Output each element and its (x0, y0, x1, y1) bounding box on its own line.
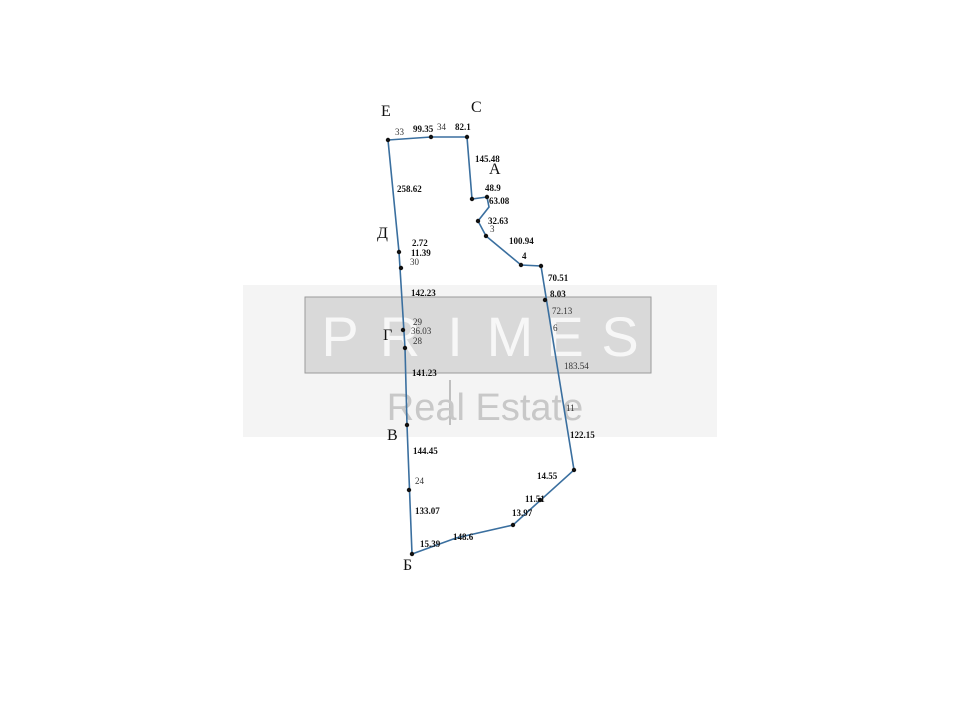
vertex-point (398, 265, 404, 271)
vertex-number: 6 (553, 323, 558, 333)
length-label: 258.62 (397, 184, 422, 194)
length-label: 122.15 (570, 430, 595, 440)
area-label: 36.03 (411, 326, 432, 336)
length-label: 141.23 (412, 368, 437, 378)
watermark-letter-i: I (447, 305, 463, 368)
length-label: 11.39 (411, 248, 431, 258)
corner-label-c: С (471, 99, 482, 116)
area-label: 72.13 (552, 306, 573, 316)
vertex-point (469, 196, 475, 202)
area-label: 183.54 (564, 361, 589, 371)
watermark-subtitle: Real Estate (387, 387, 583, 429)
watermark-letter-m: M (487, 305, 534, 368)
length-label: 11.51 (525, 494, 545, 504)
corner-label-v: В (387, 427, 398, 444)
length-label: 148.6 (453, 532, 474, 542)
boundary-points (385, 134, 577, 557)
length-label: 100.94 (509, 236, 534, 246)
corner-label-a: А (489, 161, 501, 178)
segment-lengths: 99.35 82.1 145.48 48.9 63.08 32.63 100.9… (397, 122, 595, 549)
vertex-point (406, 487, 412, 493)
length-label: 8.03 (550, 289, 566, 299)
vertex-number: 33 (395, 127, 405, 137)
length-label: 142.23 (411, 288, 436, 298)
vertex-number: 24 (415, 476, 425, 486)
length-label: 15.39 (420, 539, 441, 549)
vertex-point (385, 137, 391, 143)
watermark-letter-r: R (380, 305, 420, 368)
length-label: 14.55 (537, 471, 558, 481)
vertex-point (518, 262, 524, 268)
vertex-point (396, 249, 402, 255)
vertex-point (537, 497, 543, 503)
watermark-letter-p: P (321, 305, 358, 368)
vertex-number: 11 (566, 403, 575, 413)
vertex-number: 3 (490, 224, 495, 234)
vertex-point (475, 218, 481, 224)
length-label: 48.9 (485, 183, 501, 193)
vertex-point (571, 467, 577, 473)
length-label: 32.63 (488, 216, 509, 226)
vertex-point (428, 134, 434, 140)
vertex-point (464, 134, 470, 140)
corner-label-d: Д (377, 225, 388, 242)
vertex-number: 34 (437, 122, 447, 132)
vertex-number: 28 (413, 336, 423, 346)
length-label: 82.1 (455, 122, 471, 132)
length-label: 133.07 (415, 506, 440, 516)
vertex-point (542, 297, 548, 303)
vertex-point (510, 522, 516, 528)
length-label: 70.51 (548, 273, 569, 283)
length-label: 2.72 (412, 238, 428, 248)
length-label: 13.97 (512, 508, 533, 518)
watermark: P R I M E S Real Estate (243, 285, 717, 437)
length-label: 144.45 (413, 446, 438, 456)
vertex-point (400, 327, 406, 333)
length-label: 145.48 (475, 154, 500, 164)
length-label: 4 (522, 251, 527, 261)
plot-boundary (387, 136, 575, 556)
length-label: 63.08 (489, 196, 510, 206)
vertex-numbers: 33 34 30 29 28 24 3 6 11 36.03 72.13 183… (395, 122, 589, 486)
vertex-number: 30 (410, 257, 420, 267)
corner-label-e: Е (381, 103, 391, 120)
corner-label-b: Б (403, 557, 412, 574)
watermark-letter-s: S (601, 305, 638, 368)
length-label: 99.35 (413, 124, 434, 134)
vertex-point (484, 194, 490, 200)
vertex-point (404, 422, 410, 428)
vertex-point (409, 551, 415, 557)
vertex-point (483, 233, 489, 239)
vertex-point (402, 345, 408, 351)
vertex-number: 29 (413, 317, 423, 327)
corner-label-g: Г (383, 327, 392, 344)
vertex-point (538, 263, 544, 269)
